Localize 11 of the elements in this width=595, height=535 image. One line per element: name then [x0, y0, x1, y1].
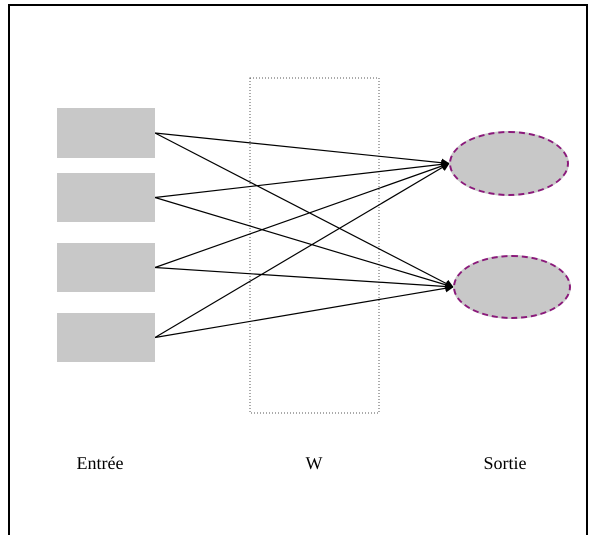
- input-box: [57, 173, 155, 222]
- column-label: Sortie: [482, 452, 528, 475]
- input-box: [57, 313, 155, 362]
- column-label: W: [304, 452, 324, 475]
- input-box: [57, 108, 155, 158]
- arrow: [154, 160, 450, 198]
- column-label: Entrée: [76, 452, 124, 475]
- arrow: [154, 132, 454, 288]
- arrow: [154, 284, 454, 338]
- input-box: [57, 243, 155, 292]
- arrow: [154, 162, 450, 338]
